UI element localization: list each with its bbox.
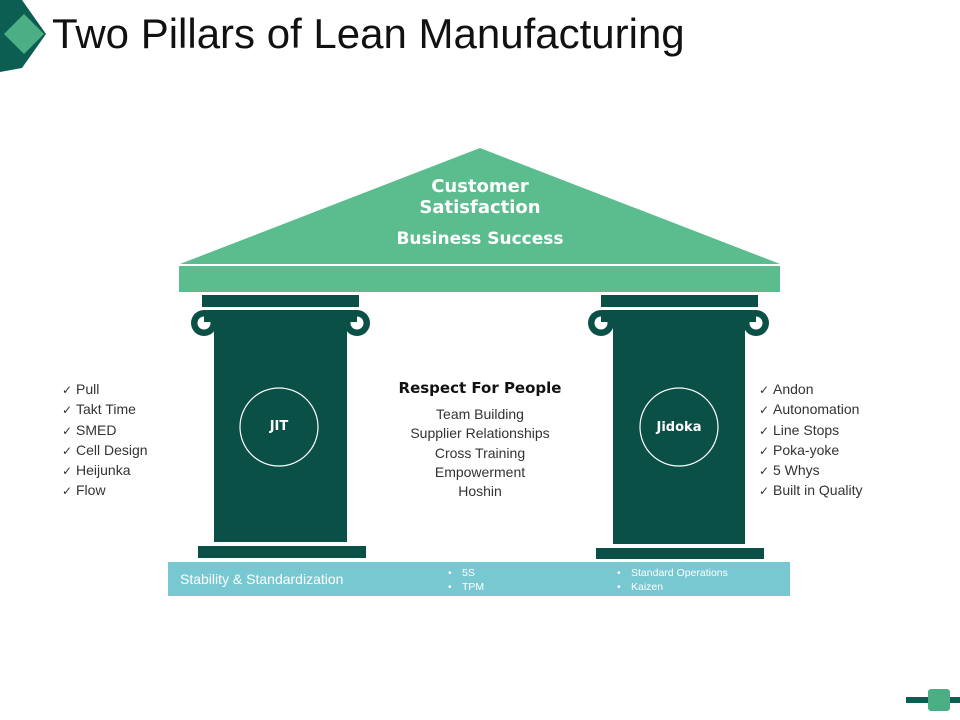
list-item: 5S [448, 566, 484, 580]
list-item: ✓Andon [759, 380, 862, 400]
base-bullets-left: 5S TPM [448, 566, 484, 594]
check-icon: ✓ [62, 423, 73, 438]
base-label: Stability & Standardization [180, 571, 344, 587]
list-item: ✓SMED [62, 421, 148, 441]
list-item: ✓Built in Quality [759, 481, 862, 501]
check-icon: ✓ [62, 403, 73, 418]
list-item: Supplier Relationships [410, 425, 550, 442]
list-item: ✓Pull [62, 380, 148, 400]
center-list: Team Building Supplier Relationships Cro… [370, 405, 590, 501]
left-checklist: ✓Pull ✓Takt Time ✓SMED ✓Cell Design ✓Hei… [62, 380, 148, 502]
list-item: Hoshin [458, 483, 502, 500]
right-pillar-label: Jidoka [656, 420, 702, 435]
list-item: ✓5 Whys [759, 461, 862, 481]
list-item: TPM [448, 580, 484, 594]
base-bullets-right: Standard Operations Kaizen [617, 566, 728, 594]
list-item: ✓Line Stops [759, 421, 862, 441]
list-item: Empowerment [434, 463, 526, 480]
roof-title-line2: Satisfaction [419, 197, 541, 218]
check-icon: ✓ [759, 443, 770, 458]
list-item: Standard Operations [617, 566, 728, 580]
check-icon: ✓ [759, 403, 770, 418]
list-item: ✓Autonomation [759, 400, 862, 420]
right-pillar [588, 295, 769, 559]
slide-nav-icon [906, 689, 960, 711]
check-icon: ✓ [759, 423, 770, 438]
corner-diamond-icon [0, 0, 46, 72]
center-heading: Respect For People [398, 379, 562, 397]
left-pillar-label: JIT [269, 419, 289, 434]
roof-beam [179, 266, 780, 292]
check-icon: ✓ [759, 383, 770, 397]
page-title: Two Pillars of Lean Manufacturing [52, 10, 685, 57]
left-pillar [191, 295, 370, 558]
right-checklist: ✓Andon ✓Autonomation ✓Line Stops ✓Poka-y… [759, 380, 862, 502]
list-item: ✓Cell Design [62, 441, 148, 461]
list-item: ✓Poka-yoke [759, 441, 862, 461]
check-icon: ✓ [62, 443, 73, 458]
roof-title-line1: Customer [431, 176, 529, 197]
list-item: ✓Takt Time [62, 400, 148, 420]
list-item: Kaizen [617, 580, 728, 594]
check-icon: ✓ [62, 383, 73, 397]
roof-subtitle: Business Success [396, 229, 564, 249]
roof-title: Customer Satisfaction [330, 176, 630, 218]
roof-triangle [180, 148, 780, 264]
list-item: Team Building [436, 406, 524, 422]
list-item: ✓Heijunka [62, 461, 148, 481]
list-item: Cross Training [434, 444, 526, 461]
list-item: ✓Flow [62, 481, 148, 501]
check-icon: ✓ [62, 464, 73, 479]
check-icon: ✓ [759, 464, 770, 479]
check-icon: ✓ [759, 484, 770, 499]
check-icon: ✓ [62, 484, 73, 499]
